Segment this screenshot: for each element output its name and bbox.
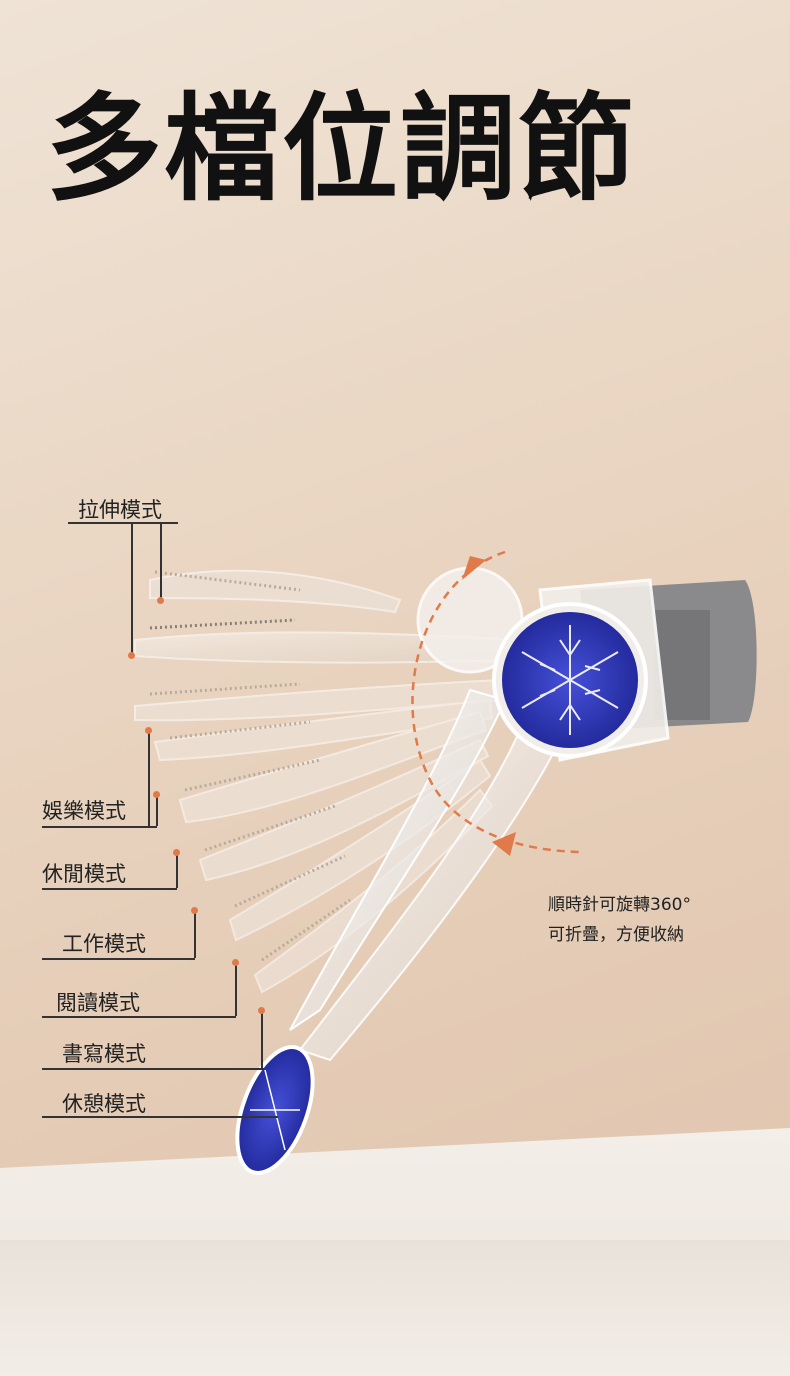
mode-label-entertainment: 娛樂模式 [42, 799, 126, 823]
leader-line [194, 910, 196, 958]
page-title: 多檔位調節 [46, 82, 636, 217]
leader-line [42, 1016, 236, 1018]
leader-line [160, 522, 162, 600]
leader-line [131, 522, 133, 655]
mode-label-leisure: 休閒模式 [42, 862, 126, 886]
leader-line [42, 958, 195, 960]
mode-label-work: 工作模式 [62, 932, 146, 956]
mode-dot [157, 597, 164, 604]
leader-line [148, 730, 150, 826]
mode-label-stretch: 拉伸模式 [78, 498, 162, 522]
mode-dot [232, 959, 239, 966]
mode-label-reading: 閱讀模式 [56, 991, 140, 1015]
leader-line [68, 522, 178, 524]
comb-pads [149, 570, 351, 962]
mode-dot [145, 727, 152, 734]
leader-line [156, 794, 158, 826]
leader-line [235, 962, 237, 1016]
mode-dot [153, 791, 160, 798]
mode-label-rest: 休憩模式 [62, 1092, 146, 1116]
leader-line [261, 1010, 263, 1068]
mode-label-writing: 書寫模式 [62, 1042, 146, 1066]
leader-line [42, 826, 157, 828]
rotation-note: 順時針可旋轉360° 可折疊，方便收納 [548, 890, 691, 950]
leader-line [42, 1116, 278, 1118]
leader-line [42, 1068, 264, 1070]
mode-dot [173, 849, 180, 856]
mode-dot [191, 907, 198, 914]
rotation-note-line2: 可折疊，方便收納 [548, 925, 684, 945]
pedestal-front [0, 1240, 790, 1376]
leader-line [176, 852, 178, 888]
arrow-head-bottom [492, 832, 516, 856]
mode-dot [258, 1007, 265, 1014]
rotation-note-line1: 順時針可旋轉360° [548, 895, 691, 915]
snowflake-icon [521, 625, 619, 735]
leader-line [42, 888, 177, 890]
arrow-head-top [462, 556, 486, 580]
mode-dot [128, 652, 135, 659]
